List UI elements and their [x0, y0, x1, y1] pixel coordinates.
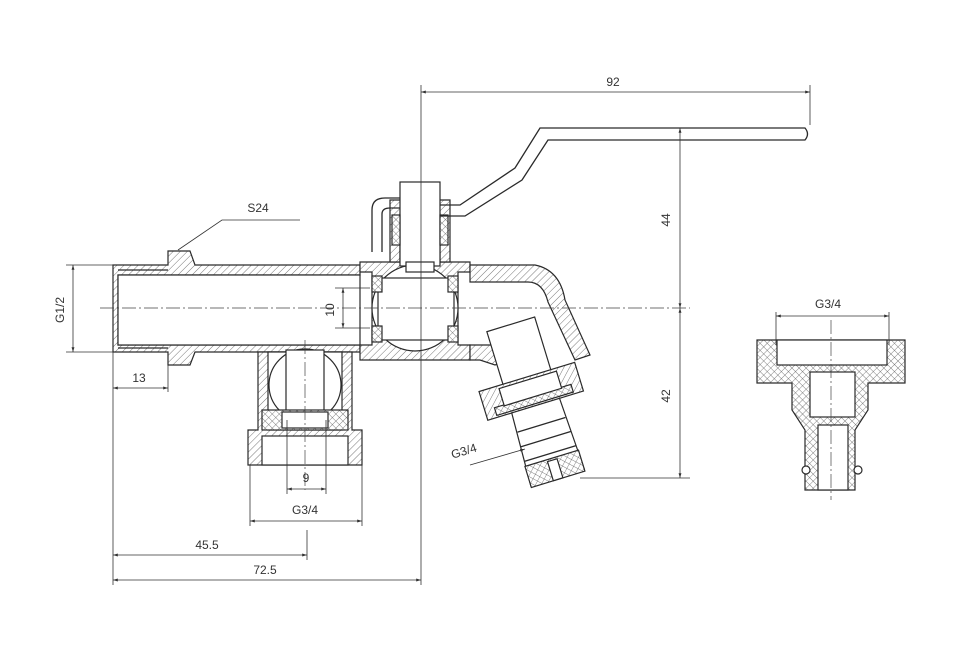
dim-bore: 10: [323, 303, 337, 317]
dim-branch-bore: 9: [303, 471, 310, 485]
dim-branch-thread: G3/4: [292, 503, 318, 517]
dim-thread-length: 13: [132, 371, 146, 385]
valve-inlet-pipe: [112, 250, 361, 366]
dim-adapter-thread: G3/4: [815, 297, 841, 311]
dim-branch-offset: 45.5: [195, 538, 219, 552]
valve-stem-handle: [371, 127, 809, 273]
dim-handle-length: 92: [606, 75, 620, 89]
dim-body-length: 72.5: [253, 563, 277, 577]
dim-spout-thread: G3/4: [449, 441, 478, 462]
dim-inlet-thread: G1/2: [53, 297, 67, 323]
dimension-lines: [66, 85, 890, 585]
dim-hex-size: S24: [247, 201, 269, 215]
valve-ball-body: [359, 261, 471, 361]
valve-spout: [469, 264, 591, 489]
dim-handle-height: 44: [659, 213, 673, 227]
dim-spout-drop: 42: [659, 389, 673, 403]
